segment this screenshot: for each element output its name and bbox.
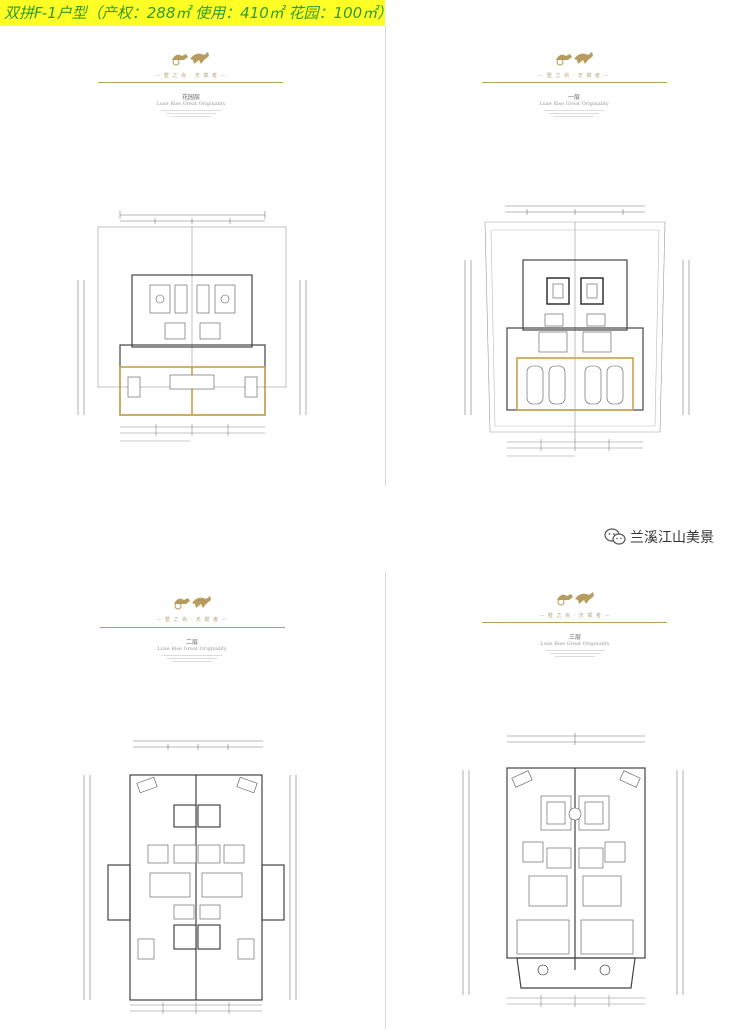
- floor-plan-garden-level: [77, 211, 307, 442]
- gold-rule: [98, 82, 283, 83]
- panel-subtag: — 墅 之 尚 · 天 赋 者 —: [156, 617, 228, 623]
- horse-carriage-logo: [557, 592, 594, 606]
- divider-top: [385, 26, 386, 486]
- divider-bottom: [385, 572, 386, 1029]
- wechat-watermark: 兰溪江山美景: [604, 527, 714, 547]
- watermark-text: 兰溪江山美景: [630, 530, 714, 546]
- panel-subtag: — 墅 之 尚 · 天 赋 者 —: [155, 73, 227, 79]
- floor-label-en: Luxe Rise Great Originality: [540, 641, 610, 647]
- horse-carriage-logo: [172, 52, 209, 66]
- floor-label-en: Luxe Rise Great Originality: [539, 101, 609, 107]
- gold-rule: [482, 622, 667, 623]
- title-bar: [0, 0, 385, 26]
- gold-rule: [100, 627, 285, 628]
- floor-label-en: Luxe Rise Great Originality: [157, 646, 227, 652]
- panel-subtag: — 墅 之 尚 · 天 赋 者 —: [539, 613, 611, 619]
- decor-lines: [162, 653, 222, 664]
- horse-carriage-logo: [174, 596, 211, 610]
- floor-plan-second-floor: [83, 740, 297, 1014]
- decor-lines: [161, 108, 221, 119]
- horse-carriage-logo: [556, 52, 593, 66]
- floor-label: 花园层: [181, 94, 201, 101]
- page-title: 双拼F-1户型（产权：288㎡ 使用：410㎡ 花园：100㎡）: [4, 4, 393, 22]
- floor-label: 一层: [567, 94, 581, 101]
- floor-label-en: Luxe Rise Great Originality: [156, 101, 226, 107]
- wechat-icon: [604, 528, 626, 545]
- floor-label: 三层: [568, 634, 582, 641]
- floor-label: 二层: [185, 639, 199, 646]
- floor-plan-third-floor: [462, 733, 684, 1007]
- decor-lines: [545, 648, 605, 659]
- panel-subtag: — 墅 之 尚 · 天 赋 者 —: [538, 73, 610, 79]
- decor-lines: [544, 108, 604, 119]
- gold-rule: [482, 82, 667, 83]
- floor-plan-first-floor: [464, 205, 690, 457]
